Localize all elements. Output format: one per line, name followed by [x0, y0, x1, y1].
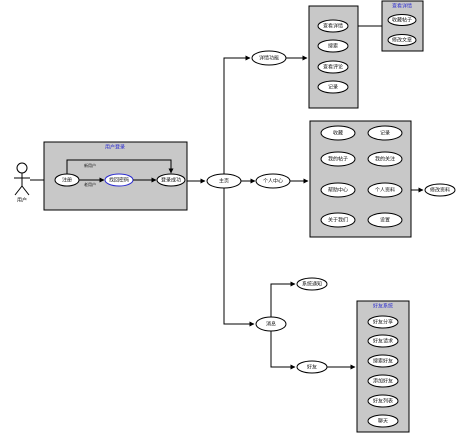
friends-item-label: 添加好友	[373, 378, 393, 385]
personal-item[interactable]	[320, 125, 356, 141]
friends-item-label: 好友分享	[373, 319, 393, 326]
detail-side-item-label: 收藏帖子	[392, 17, 412, 24]
personal-center-label: 个人中心	[263, 178, 283, 185]
edit-profile-label: 修改资料	[430, 187, 450, 194]
personal-item[interactable]	[320, 212, 356, 228]
detail-side-item-label: 修改文章	[392, 37, 412, 44]
friends-item-label: 好友列表	[373, 398, 393, 405]
detail-side-panel: 查看详情 收藏帖子 修改文章	[381, 0, 424, 52]
edge-main-news	[223, 188, 255, 327]
personal-item-label: 收藏	[333, 130, 343, 137]
detail-item[interactable]	[317, 80, 349, 94]
detail-label: 详情功能	[259, 55, 279, 62]
detail-panel: 查看详情 搜索 查看评论 记录	[308, 5, 359, 109]
edge-news-friends	[270, 331, 296, 370]
detail-side-title: 查看详情	[392, 3, 412, 10]
personal-item-label: 个人资料	[375, 187, 395, 194]
system-message-node[interactable]	[296, 277, 328, 291]
personal-item-label: 我的帖子	[328, 156, 348, 163]
personal-item-label: 记录	[380, 130, 390, 137]
friends-label: 好友	[307, 364, 317, 371]
edge-new-user	[66, 159, 174, 174]
login-success-label: 登录成功	[161, 177, 181, 184]
personal-item[interactable]	[367, 212, 403, 228]
detail-side-item[interactable]	[387, 14, 417, 26]
personal-item-label: 设置	[380, 217, 390, 224]
register-label: 注册	[62, 177, 72, 184]
edge-main-detail	[223, 55, 251, 174]
edit-profile-node[interactable]	[424, 183, 456, 197]
forgot-password-label: 找回密码	[109, 177, 129, 184]
personal-item[interactable]	[367, 125, 403, 141]
friends-item-label: 搜索好友	[373, 358, 393, 365]
detail-item-label: 记录	[328, 84, 338, 91]
detail-item[interactable]	[317, 39, 349, 53]
personal-item-label: 关于我们	[328, 217, 348, 224]
main-label: 主页	[219, 178, 229, 185]
detail-item-label: 查看评论	[323, 64, 343, 71]
detail-item[interactable]	[317, 19, 349, 33]
edge-old-user-label: 老用户	[84, 181, 96, 187]
friends-item[interactable]	[367, 315, 399, 329]
personal-item[interactable]	[320, 182, 356, 198]
friends-panel: 好友系统 好友分享 好友请求 搜索好友 添加好友 好友列表 聊天	[356, 300, 410, 433]
friends-item-label: 好友请求	[373, 338, 393, 345]
personal-item[interactable]	[320, 151, 356, 167]
personal-item-label: 帮助中心	[328, 187, 348, 194]
detail-item-label: 搜索	[328, 43, 338, 50]
news-label: 消息	[266, 321, 276, 328]
detail-item[interactable]	[317, 60, 349, 74]
system-message-label: 系统通知	[302, 281, 322, 288]
personal-panel: 收藏 记录 我的帖子 我的关注 帮助中心 个人资料 关于我们 设置	[309, 120, 412, 238]
friends-item[interactable]	[367, 374, 399, 388]
friends-item[interactable]	[367, 334, 399, 348]
personal-item[interactable]	[367, 151, 403, 167]
edge-new-user-label: 新用户	[84, 162, 96, 168]
personal-item[interactable]	[367, 182, 403, 198]
actor-label: 用户	[17, 197, 27, 204]
friends-item-label: 聊天	[378, 418, 388, 425]
friends-item[interactable]	[367, 354, 399, 368]
edge-news-system	[270, 281, 296, 317]
friends-panel-title: 好友系统	[373, 303, 393, 310]
user-login-panel: 用户登录 注册 找回密码 登录成功 新用户 老用户	[43, 141, 188, 211]
user-actor: 用户	[14, 162, 30, 204]
friends-item[interactable]	[367, 394, 399, 408]
detail-side-item[interactable]	[387, 34, 417, 46]
login-success-node[interactable]	[156, 173, 186, 187]
personal-item-label: 我的关注	[375, 156, 395, 163]
user-login-title: 用户登录	[105, 144, 125, 151]
detail-item-label: 查看详情	[323, 23, 343, 30]
friends-item[interactable]	[367, 414, 399, 428]
